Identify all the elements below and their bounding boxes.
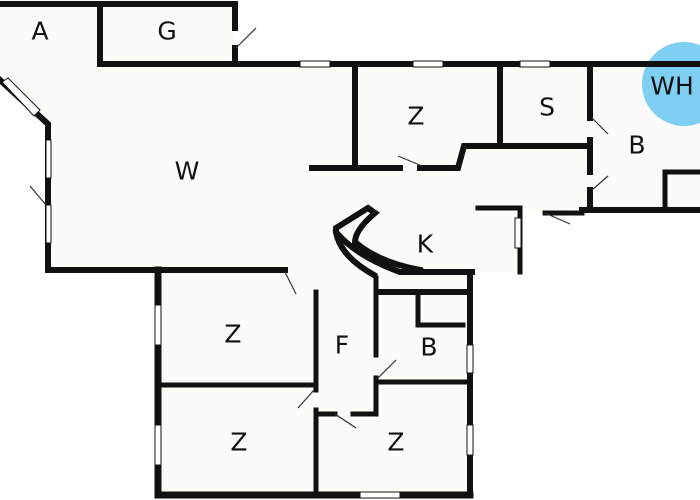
room-label-z1: Z <box>407 102 424 131</box>
doors <box>29 27 609 429</box>
room-label-b2: B <box>420 333 437 362</box>
room-label-z2: Z <box>224 320 241 349</box>
room-label-f: F <box>335 331 349 360</box>
room-label-z4: Z <box>387 428 404 457</box>
room-label-k: K <box>417 230 434 259</box>
room-label-a: A <box>31 17 48 46</box>
room-labels: A G W Z S B WH K Z F B Z Z <box>31 17 693 457</box>
windows <box>1 60 551 499</box>
room-label-z3: Z <box>230 428 247 457</box>
room-label-s: S <box>539 93 555 122</box>
room-label-wh: WH <box>650 72 694 101</box>
room-label-w: W <box>175 157 200 186</box>
room-label-g: G <box>157 17 176 46</box>
room-label-b1: B <box>628 131 645 160</box>
